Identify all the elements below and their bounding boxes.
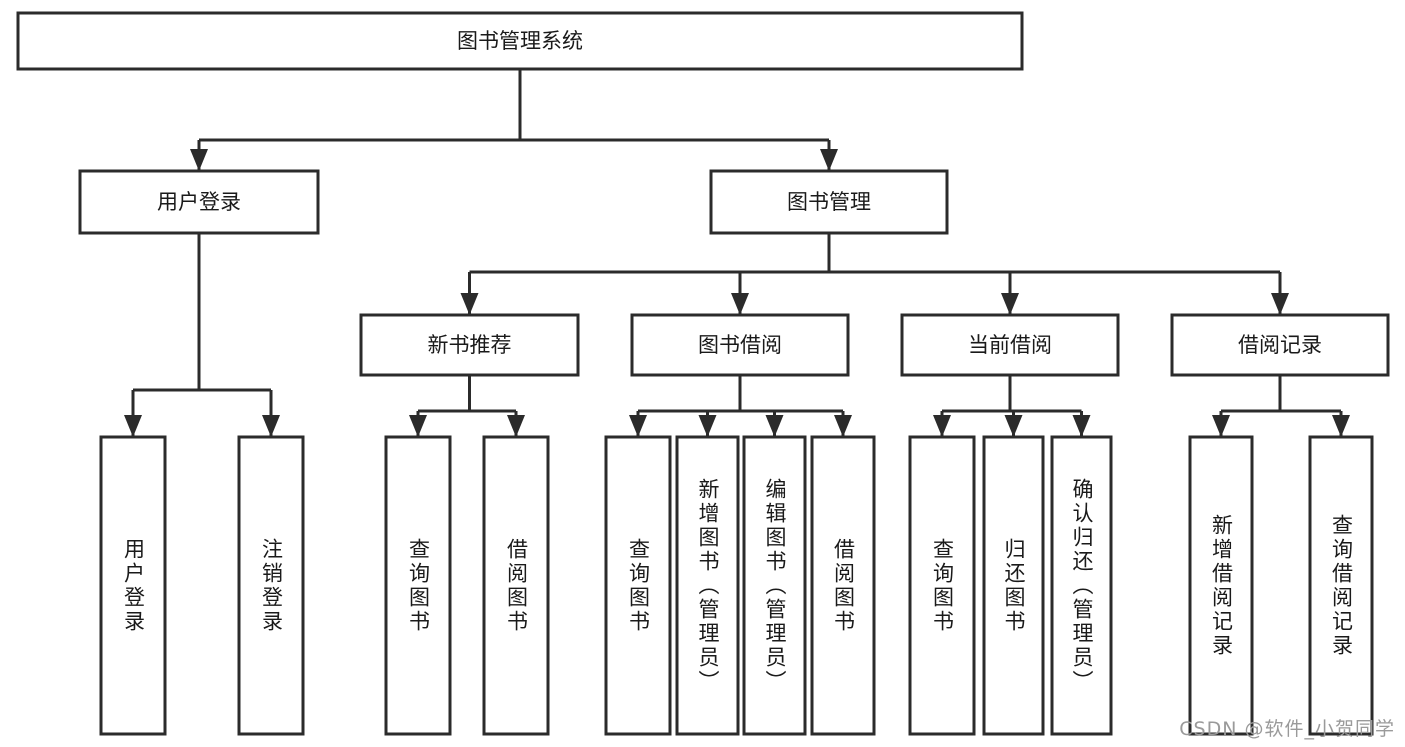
level2-node-当前借阅-label: 当前借阅	[968, 333, 1052, 357]
book-mgmt-arrow-2	[1001, 293, 1019, 315]
level2-node-新书推荐-outline	[359, 313, 580, 377]
root-node-图书管理系统-label: 图书管理系统	[457, 29, 583, 53]
leaf-node-查询图书-4[interactable]	[604, 435, 672, 736]
level1-node-图书管理-label: 图书管理	[787, 190, 871, 214]
l2-1-arrow-0	[629, 415, 647, 437]
l2-0-arrow-0	[409, 415, 427, 437]
user-login-arrow-1	[262, 415, 280, 437]
leaf-node-编辑图书管理员-6-outline	[742, 435, 807, 736]
leaf-node-归还图书-9-outline	[982, 435, 1045, 736]
level2-node-当前借阅[interactable]: 当前借阅	[900, 313, 1120, 377]
l2-3-arrow-1	[1332, 415, 1350, 437]
root-arrow-1	[820, 149, 838, 171]
root-node-图书管理系统[interactable]: 图书管理系统	[16, 11, 1024, 71]
book-mgmt-arrow-3	[1271, 293, 1289, 315]
leaf-node-借阅图书-3[interactable]	[482, 435, 550, 736]
level2-node-借阅记录[interactable]: 借阅记录	[1170, 313, 1390, 377]
l2-1-arrow-3	[834, 415, 852, 437]
level2-node-图书借阅-label: 图书借阅	[698, 333, 782, 357]
level2-node-图书借阅-outline	[630, 313, 850, 377]
leaf-node-借阅图书-7-outline	[810, 435, 876, 736]
l2-2-arrow-0	[933, 415, 951, 437]
leaf-node-借阅图书-3-outline	[482, 435, 550, 736]
leaf-node-查询图书-4-outline	[604, 435, 672, 736]
root-arrow-0	[190, 149, 208, 171]
level2-node-当前借阅-outline	[900, 313, 1120, 377]
level2-node-新书推荐[interactable]: 新书推荐	[359, 313, 580, 377]
l2-2-arrow-1	[1004, 415, 1023, 437]
level2-node-借阅记录-label: 借阅记录	[1238, 333, 1322, 357]
l2-2-arrow-2	[1072, 415, 1091, 437]
l2-0-arrow-1	[507, 415, 525, 437]
leaf-node-查询图书-2[interactable]	[384, 435, 452, 736]
leaf-node-用户登录-0[interactable]	[99, 435, 167, 736]
user-login-arrow-0	[124, 415, 142, 437]
leaf-node-查询图书-8[interactable]	[908, 435, 976, 736]
l2-1-arrow-2	[765, 415, 784, 437]
leaf-node-新增借阅记录-11[interactable]	[1188, 435, 1254, 736]
watermark-text: CSDN @软件_小贺同学	[1179, 718, 1395, 740]
leaf-node-查询借阅记录-12[interactable]	[1308, 435, 1374, 736]
leaf-node-查询图书-2-outline	[384, 435, 452, 736]
leaf-node-查询图书-8-outline	[908, 435, 976, 736]
level1-node-用户登录-outline	[78, 169, 320, 235]
leaf-node-借阅图书-7[interactable]	[810, 435, 876, 736]
leaf-node-新增图书管理员-5[interactable]	[675, 435, 740, 736]
l2-1-arrow-1	[698, 415, 717, 437]
level2-node-借阅记录-outline	[1170, 313, 1390, 377]
level1-node-用户登录[interactable]: 用户登录	[78, 169, 320, 235]
level2-node-图书借阅[interactable]: 图书借阅	[630, 313, 850, 377]
level1-node-图书管理[interactable]: 图书管理	[709, 169, 949, 235]
root-node-图书管理系统-outline	[16, 11, 1024, 71]
leaf-node-注销登录-1[interactable]	[237, 435, 305, 736]
leaf-node-确认归还管理员-10-outline	[1050, 435, 1113, 736]
leaf-node-归还图书-9[interactable]	[982, 435, 1045, 736]
level1-node-用户登录-label: 用户登录	[157, 190, 241, 214]
leaf-node-注销登录-1-outline	[237, 435, 305, 736]
level1-node-图书管理-outline	[709, 169, 949, 235]
leaf-node-新增借阅记录-11-outline	[1188, 435, 1254, 736]
book-mgmt-arrow-1	[731, 293, 749, 315]
leaf-node-新增图书管理员-5-outline	[675, 435, 740, 736]
book-mgmt-arrow-0	[460, 293, 479, 315]
leaf-node-查询借阅记录-12-outline	[1308, 435, 1374, 736]
leaf-node-确认归还管理员-10[interactable]	[1050, 435, 1113, 736]
level2-node-新书推荐-label: 新书推荐	[428, 333, 512, 357]
leaf-node-用户登录-0-outline	[99, 435, 167, 736]
leaf-node-编辑图书管理员-6[interactable]	[742, 435, 807, 736]
l2-3-arrow-0	[1212, 415, 1230, 437]
